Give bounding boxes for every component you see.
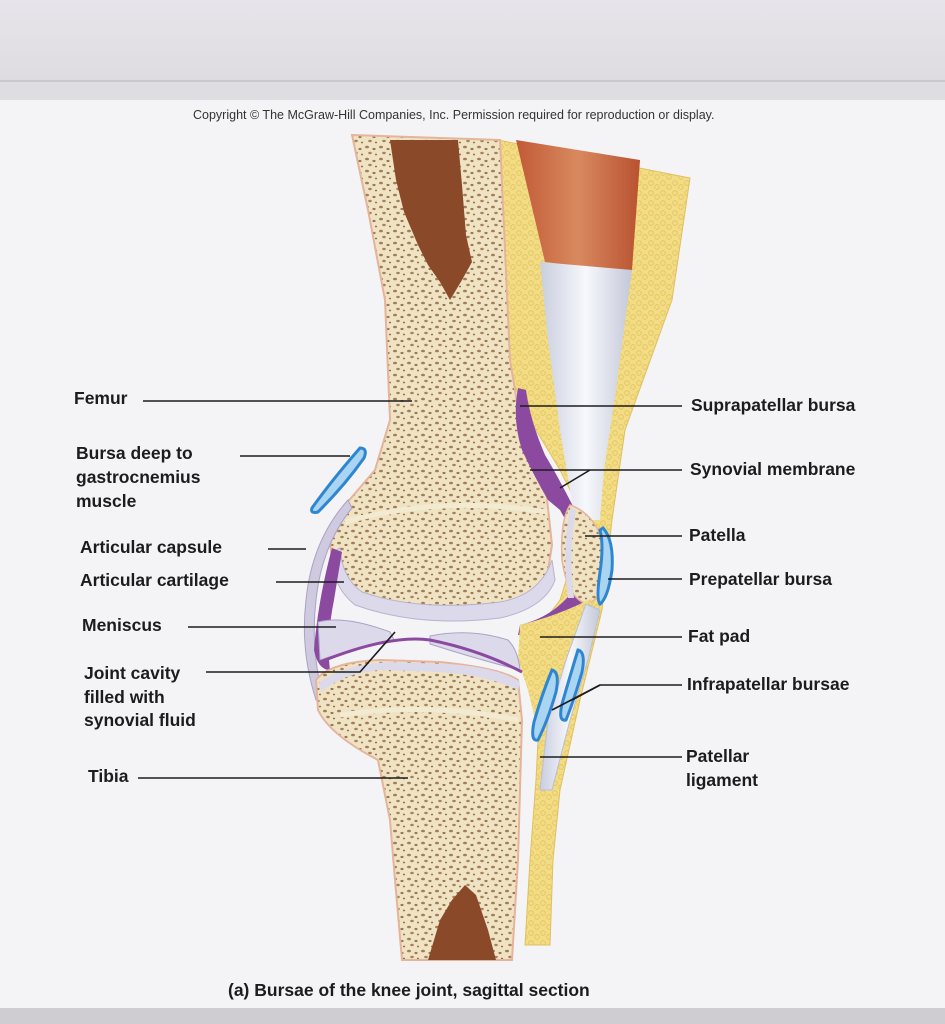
patella-cartilage [565,508,576,598]
label-patella: Patella [689,525,746,545]
label-prepatellar-bursa: Prepatellar bursa [689,569,832,589]
label-patellar-ligament-line1: Patellar [686,746,750,766]
label-bursa-deep-line3: muscle [76,491,137,511]
quadriceps-muscle [516,140,640,270]
meniscus-posterior [317,619,395,661]
infrapatellar-bursa-deep [531,668,559,742]
quadriceps-tendon [540,262,632,520]
femur-epiphyseal-line [344,502,548,525]
label-joint-cavity-line3: synovial fluid [84,710,196,730]
copyright-notice: Copyright © The McGraw-Hill Companies, I… [193,108,715,122]
right-leader-lines [520,405,682,758]
label-bursa-deep-line2: gastrocnemius [76,467,201,487]
tibia-marrow [428,885,496,960]
label-fat-pad: Fat pad [688,626,751,646]
suprapatellar-bursa-membrane [515,388,593,635]
label-infrapatellar-bursae: Infrapatellar bursae [687,674,850,694]
fat-pad [518,598,592,740]
label-tibia: Tibia [88,766,129,786]
label-femur: Femur [74,388,128,408]
tibia-bone [314,658,524,961]
figure-caption: (a) Bursae of the knee joint, sagittal s… [228,980,590,1000]
leader-joint-cavity [206,631,396,673]
label-bursa-deep-line1: Bursa deep to [76,443,193,463]
page-header-band [0,82,945,100]
label-joint-cavity-line1: Joint cavity [84,663,181,683]
femur-marrow [390,140,472,300]
leader-synovial-membrane-b [559,469,591,489]
monitor-bezel [0,0,945,80]
label-suprapatellar-bursa: Suprapatellar bursa [691,395,856,415]
label-patellar-ligament-line2: ligament [686,770,758,790]
tibia-epiphyseal-line [339,707,519,723]
leader-infrapatellar-b [551,684,601,711]
label-articular-cartilage: Articular cartilage [80,570,229,590]
page-bottom-edge [0,1008,945,1024]
label-meniscus: Meniscus [82,615,162,635]
bursa-deep-to-gastrocnemius [310,446,367,514]
label-joint-cavity-line2: filled with [84,687,165,707]
tibia-articular-cartilage [318,662,520,692]
prepatellar-bursa [596,526,614,606]
leader-infrapatellar-a [571,684,682,701]
left-leader-lines [138,400,412,779]
label-synovial-membrane: Synovial membrane [690,459,856,479]
label-articular-capsule: Articular capsule [80,537,222,557]
joint-cavity [319,637,523,674]
femur-articular-cartilage [332,547,556,622]
